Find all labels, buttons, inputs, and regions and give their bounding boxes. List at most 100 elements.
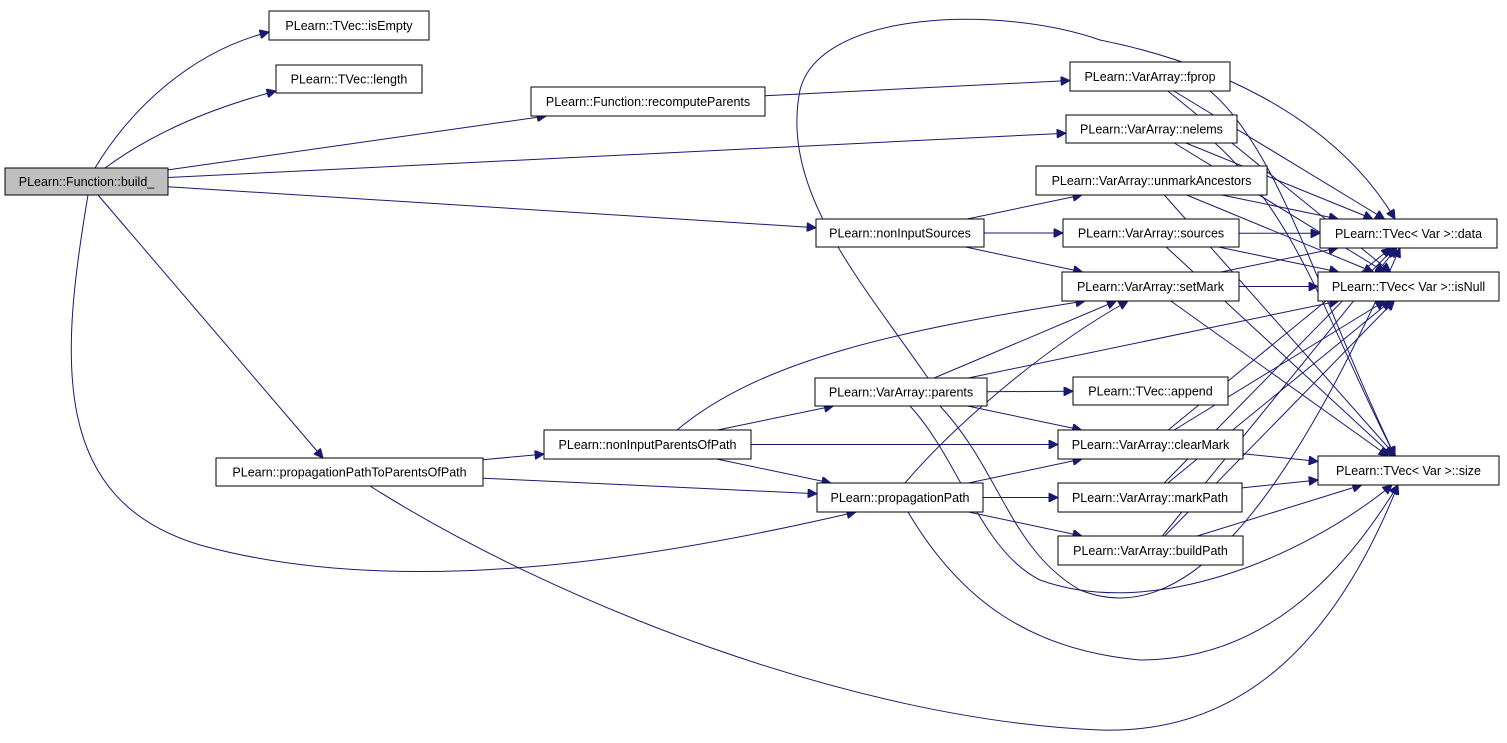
node-label: PLearn::Function::build_ — [19, 175, 156, 189]
edge-nelems-to-isNull — [1174, 142, 1385, 272]
node-box — [816, 482, 984, 513]
edge-propagationPathToParentsOfPath-to-nonInputParentsOfPath — [482, 454, 544, 461]
node-label: PLearn::nonInputSources — [829, 227, 971, 241]
edge-propagationPathToParentsOfPath-to-size — [369, 485, 1398, 731]
node-label: PLearn::VarArray::parents — [829, 386, 973, 400]
node-box — [1057, 535, 1244, 566]
node-box — [215, 457, 484, 487]
node-label: PLearn::TVec< Var >::size — [1336, 464, 1481, 478]
edge-build-to-isEmpty — [94, 32, 269, 169]
node-nonInputParentsOfPath[interactable]: PLearn::nonInputParentsOfPath — [543, 429, 752, 460]
edge-unmarkAncestors-to-data — [1221, 194, 1338, 219]
node-parents[interactable]: PLearn::VarArray::parents — [814, 377, 988, 407]
edge-propagationPath-to-clearMark — [968, 459, 1083, 484]
node-box — [1035, 165, 1268, 196]
node-label: PLearn::TVec::append — [1088, 385, 1212, 399]
edge-markPath-to-size — [1241, 480, 1318, 489]
node-label: PLearn::VarArray::buildPath — [1073, 544, 1228, 558]
node-markPath[interactable]: PLearn::VarArray::markPath — [1057, 482, 1243, 513]
node-box — [543, 429, 752, 460]
node-label: PLearn::propagationPathToParentsOfPath — [232, 466, 466, 480]
node-box — [1072, 376, 1229, 406]
node-label: PLearn::Function::recomputeParents — [546, 95, 750, 109]
node-label: PLearn::VarArray::unmarkAncestors — [1052, 174, 1252, 188]
node-box — [530, 86, 766, 117]
edge-setMark-to-data — [1220, 248, 1338, 273]
node-build[interactable]: PLearn::Function::build_ — [4, 167, 169, 196]
node-nelems[interactable]: PLearn::VarArray::nelems — [1065, 114, 1238, 144]
edge-parents-to-clearMark — [967, 405, 1082, 430]
edge-propagationPath-to-setMark — [904, 301, 1128, 484]
node-box — [814, 377, 988, 407]
node-label: PLearn::nonInputParentsOfPath — [559, 438, 737, 452]
node-box — [1317, 455, 1500, 486]
node-box — [1065, 114, 1238, 144]
edge-build-to-nelems — [167, 133, 1066, 178]
node-propagationPathToParentsOfPath[interactable]: PLearn::propagationPathToParentsOfPath — [215, 457, 484, 487]
node-box — [1057, 429, 1244, 460]
node-label: PLearn::TVec< Var >::data — [1335, 227, 1482, 241]
node-box — [1057, 482, 1243, 513]
node-box — [1319, 218, 1498, 249]
edge-parents-to-setMark — [933, 301, 1116, 379]
node-label: PLearn::propagationPath — [831, 491, 970, 505]
edge-sources-to-isNull — [1218, 246, 1338, 272]
node-label: PLearn::VarArray::nelems — [1080, 123, 1223, 137]
edge-parents-to-isNull — [968, 301, 1338, 379]
edge-propagationPath-to-buildPath — [968, 511, 1083, 536]
node-label: PLearn::VarArray::fprop — [1084, 70, 1215, 84]
node-fprop[interactable]: PLearn::VarArray::fprop — [1069, 61, 1231, 92]
node-buildPath[interactable]: PLearn::VarArray::buildPath — [1057, 535, 1244, 566]
edge-recomputeParents-to-fprop — [764, 81, 1070, 97]
edge-nonInputParentsOfPath-to-propagationPath — [716, 458, 831, 483]
node-box — [275, 64, 423, 94]
node-label: PLearn::TVec::length — [291, 73, 408, 87]
node-isEmpty[interactable]: PLearn::TVec::isEmpty — [268, 10, 430, 41]
node-label: PLearn::VarArray::setMark — [1077, 280, 1225, 294]
edge-setMark-to-size — [1170, 300, 1388, 456]
node-box — [1069, 61, 1231, 92]
edge-build-to-length — [104, 91, 276, 169]
node-label: PLearn::VarArray::sources — [1078, 227, 1224, 241]
node-sources[interactable]: PLearn::VarArray::sources — [1062, 218, 1240, 248]
edge-build-to-propagationPath — [70, 194, 856, 573]
node-length[interactable]: PLearn::TVec::length — [275, 64, 423, 94]
node-nonInputSources[interactable]: PLearn::nonInputSources — [815, 218, 985, 248]
node-size[interactable]: PLearn::TVec< Var >::size — [1317, 455, 1500, 486]
node-label: PLearn::VarArray::clearMark — [1072, 438, 1230, 452]
node-box — [4, 167, 169, 196]
node-box — [815, 218, 985, 248]
node-label: PLearn::TVec< Var >::isNull — [1332, 280, 1485, 294]
node-box — [268, 10, 430, 41]
edge-nonInputSources-to-unmarkAncestors — [966, 195, 1082, 220]
nodes-layer: PLearn::Function::build_ PLearn::TVec::is… — [4, 10, 1500, 566]
edge-build-to-propagationPathToParentsOfPath — [97, 194, 323, 458]
edge-build-to-recomputeParents — [167, 116, 546, 171]
node-setMark[interactable]: PLearn::VarArray::setMark — [1061, 271, 1240, 302]
node-data[interactable]: PLearn::TVec< Var >::data — [1319, 218, 1498, 249]
node-append[interactable]: PLearn::TVec::append — [1072, 376, 1229, 406]
node-unmarkAncestors[interactable]: PLearn::VarArray::unmarkAncestors — [1035, 165, 1268, 196]
node-recomputeParents[interactable]: PLearn::Function::recomputeParents — [530, 86, 766, 117]
node-box — [1317, 271, 1500, 302]
edge-nonInputSources-to-setMark — [965, 246, 1083, 272]
edge-buildPath-to-size — [1197, 485, 1361, 537]
edge-nonInputParentsOfPath-to-setMark — [676, 301, 1085, 431]
node-propagationPath[interactable]: PLearn::propagationPath — [816, 482, 984, 513]
edge-fprop-to-data — [1173, 90, 1385, 219]
edge-nonInputParentsOfPath-to-parents — [717, 406, 834, 431]
node-isNull[interactable]: PLearn::TVec< Var >::isNull — [1317, 271, 1500, 302]
edge-nelems-to-data — [1185, 142, 1373, 219]
node-label: PLearn::TVec::isEmpty — [285, 19, 413, 33]
edge-clearMark-to-size — [1242, 453, 1318, 462]
edge-build-to-nonInputSources — [167, 186, 816, 228]
node-label: PLearn::VarArray::markPath — [1072, 491, 1228, 505]
edge-propagationPathToParentsOfPath-to-propagationPath — [482, 477, 817, 494]
edge-parents-to-size — [909, 405, 1392, 594]
edge-propagationPath-to-size — [907, 485, 1398, 661]
edge-parents-to-data — [939, 248, 1400, 599]
node-box — [1061, 271, 1240, 302]
node-clearMark[interactable]: PLearn::VarArray::clearMark — [1057, 429, 1244, 460]
node-box — [1062, 218, 1240, 248]
